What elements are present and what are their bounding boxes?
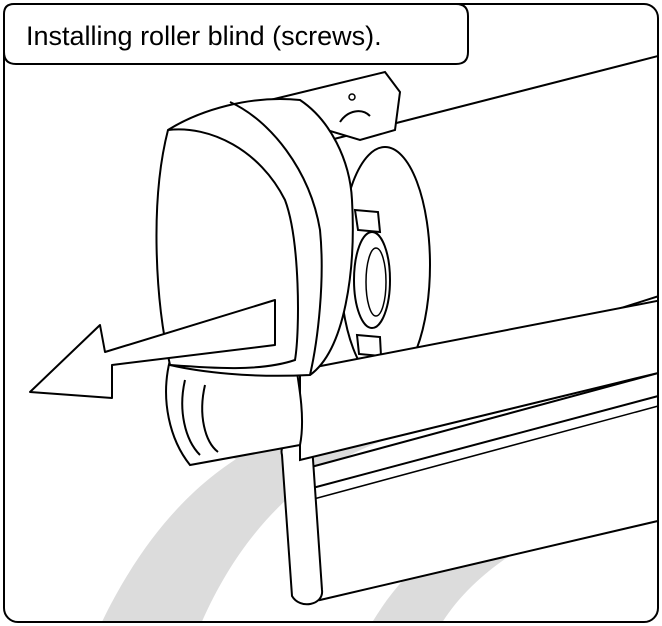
bottom-bar-edge-2 bbox=[309, 404, 658, 501]
wall-bracket-slot bbox=[339, 110, 371, 123]
removal-arrow-icon bbox=[29, 299, 276, 399]
end-cap-clip-top bbox=[353, 208, 382, 234]
end-cap-housing-front bbox=[167, 128, 299, 370]
figure-title: Installing roller blind (screws). bbox=[26, 21, 382, 51]
end-cap-housing bbox=[155, 98, 354, 377]
bracket-housing-lower-inner-2 bbox=[201, 384, 219, 453]
bracket-housing-lower bbox=[165, 359, 304, 467]
bracket-housing-lower-inner bbox=[181, 379, 201, 456]
bracket-screw-hole bbox=[348, 93, 356, 101]
title-box bbox=[3, 3, 469, 65]
end-cap-hub-inner bbox=[365, 247, 387, 317]
end-cap-clip-bottom bbox=[355, 333, 383, 358]
illustration-area bbox=[29, 53, 658, 622]
end-cap-housing-rim bbox=[229, 101, 323, 376]
bottom-bar-edge bbox=[304, 394, 658, 491]
background-shadow-swoosh bbox=[100, 420, 420, 622]
